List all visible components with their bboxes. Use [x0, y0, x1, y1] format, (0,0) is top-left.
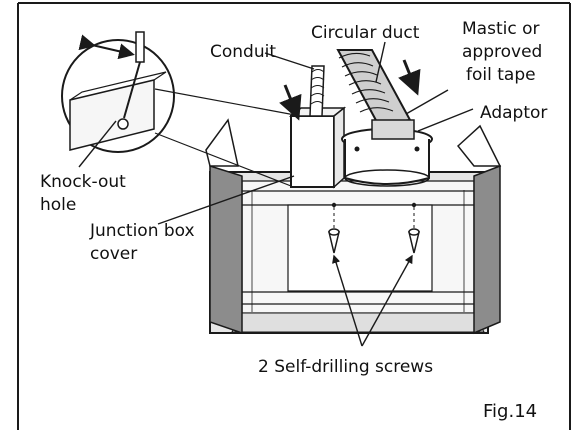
- label-circular-duct: Circular duct: [311, 23, 420, 43]
- self-drilling-screws: [328, 202, 420, 254]
- duct-body: [336, 49, 412, 126]
- detail-connectors: [154, 88, 296, 187]
- label-knockout-1: Knock-out: [40, 172, 126, 192]
- label-screws: 2 Self-drilling screws: [258, 357, 433, 377]
- adaptor-rivet-1: [354, 146, 360, 152]
- label-mastic-1: Mastic or: [462, 19, 539, 39]
- right-side-panel: [473, 164, 501, 335]
- figure-label: Fig.14: [483, 401, 537, 422]
- leader-conduit: [264, 52, 315, 70]
- junction-box-body: [290, 115, 335, 188]
- conduit: [309, 65, 325, 117]
- label-knockout-2: hole: [40, 195, 76, 215]
- label-conduit: Conduit: [210, 42, 276, 62]
- screwdriver-shaft: [123, 61, 141, 119]
- leader-knockout: [78, 120, 117, 168]
- label-adaptor: Adaptor: [480, 103, 547, 123]
- right-wood-block: [456, 124, 502, 167]
- left-wood-block: [205, 118, 239, 167]
- detail-box: [69, 79, 155, 151]
- leader-mastic: [405, 89, 449, 115]
- leader-screw-left: [332, 254, 363, 347]
- leader-junction: [157, 175, 295, 225]
- arrow-icon: [78, 34, 135, 60]
- leader-adaptor: [417, 108, 474, 132]
- screw-right-head: [408, 228, 420, 236]
- adaptor-rivet-2: [414, 146, 420, 152]
- detail-box-top-edge: [69, 71, 167, 101]
- range-hood: [205, 118, 502, 335]
- screw-left-head: [328, 228, 340, 236]
- label-mastic-3: foil tape: [466, 65, 536, 85]
- duct-tape-band: [371, 119, 415, 140]
- duct-ribs: [338, 52, 394, 113]
- leader-lines: [78, 41, 474, 347]
- label-mastic-2: approved: [462, 42, 542, 62]
- adaptor-bottom: [344, 169, 430, 187]
- conduit-ribs: [310, 69, 325, 105]
- screw-hole-right: [411, 202, 417, 208]
- junction-box: [288, 106, 347, 189]
- leader-duct: [375, 41, 386, 83]
- junction-box-side: [333, 106, 345, 189]
- connector-upper: [154, 88, 296, 116]
- conduit-tube: [309, 65, 325, 117]
- figure-frame: [17, 2, 571, 430]
- flow-arrows: [279, 59, 421, 121]
- screw-hole-left: [331, 202, 337, 208]
- center-plate: [287, 204, 433, 292]
- connector-lower: [154, 132, 292, 187]
- label-junction-1: Junction box: [89, 221, 195, 241]
- detail-inset: [61, 31, 175, 153]
- diagram-labels: Conduit Circular duct Mastic or approved…: [40, 19, 547, 422]
- left-side-panel: [209, 164, 243, 335]
- label-junction-2: cover: [90, 244, 137, 264]
- adaptor-body: [344, 139, 430, 185]
- duct-arrow-icon: [398, 59, 421, 96]
- circular-duct: [336, 49, 415, 140]
- hood-front-lip: [231, 312, 485, 333]
- leader-screw-right: [361, 254, 413, 347]
- conduit-arrow-icon: [279, 84, 302, 121]
- knockout-hole-detail: [117, 118, 129, 130]
- screwdriver-handle: [135, 31, 145, 63]
